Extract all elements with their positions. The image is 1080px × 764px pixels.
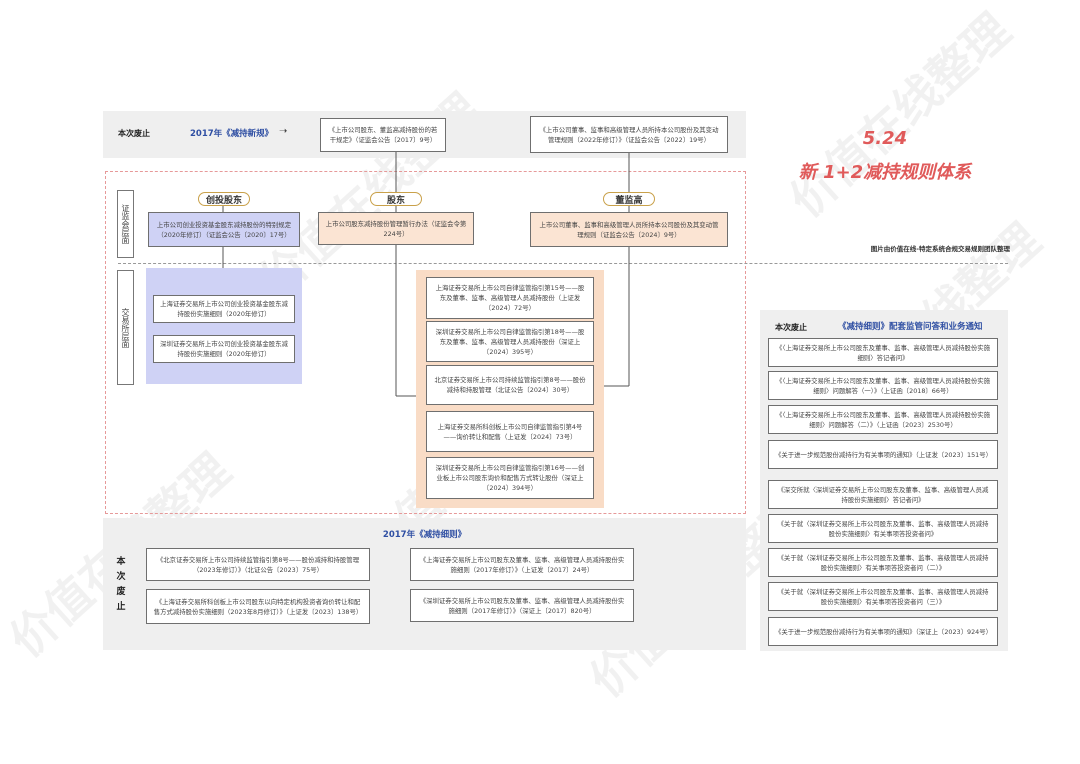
layer-separator (118, 263, 1008, 264)
doc-2022-rule: 《上市公司董事、监事和高级管理人员所持本公司股份及其变动管理规则（2022年修订… (530, 116, 728, 153)
csrc-doc-shareholder: 上市公司股东减持股份管理暂行办法（证监会令第224号） (318, 212, 474, 245)
szse-gem-guideline-16: 深圳证券交易所上市公司自律监管指引第16号——创业板上市公司股东询价和配售方式转… (426, 457, 594, 499)
sse-reduction-rule-2017: 《上海证券交易所上市公司股东及董事、监事、高级管理人员减持股份实施细则（2017… (410, 548, 634, 581)
szse-reduction-rule-2017: 《深圳证券交易所上市公司股东及董事、监事、高级管理人员减持股份实施细则（2017… (410, 589, 634, 622)
right-doc-7: 《关于就〈深圳证券交易所上市公司股东及董事、监事、高级管理人员减持股份实施细则〉… (768, 548, 998, 577)
right-doc-1: 《〈上海证券交易所上市公司股东及董事、监事、高级管理人员减持股份实施细则〉答记者… (768, 338, 998, 367)
doc-2017-rule: 《上市公司股东、董监高减持股份的若干规定》（证监会公告〔2017〕9号） (320, 118, 446, 152)
title-subtitle: 新 1+2减持规则体系 (798, 162, 972, 183)
sse-vc-rule: 上海证券交易所上市公司创业投资基金股东减持股份实施细则（2020年修订） (153, 295, 295, 323)
rule-system-frame (105, 171, 746, 514)
bottom-abolish-label: 本次废止 (116, 557, 126, 612)
bottom-year-label: 2017年《减持细则》 (382, 530, 467, 540)
category-vc-shareholder: 创投股东 (198, 192, 250, 206)
right-abolish-label: 本次废止 (775, 323, 807, 332)
right-doc-9: 《关于进一步规范股份减持行为有关事项的通知》（深证上〔2023〕924号） (768, 617, 998, 646)
right-doc-5: 《深交所就〈深圳证券交易所上市公司股东及董事、监事、高级管理人员减持股份实施细则… (768, 480, 998, 509)
szse-guideline-18: 深圳证券交易所上市公司自律监管指引第18号——股东及董事、监事、高级管理人员减持… (426, 321, 594, 362)
right-doc-8: 《关于就〈深圳证券交易所上市公司股东及董事、监事、高级管理人员减持股份实施细则〉… (768, 582, 998, 611)
bottom-abolish-band (103, 518, 746, 650)
csrc-doc-dsm: 上市公司董事、监事和高级管理人员所持本公司股份及其变动管理规则（证监会公告〔20… (530, 212, 728, 247)
exchange-layer-label-text: 交易所层面 (121, 307, 130, 348)
vc-exchange-group (146, 268, 302, 384)
csrc-layer-label-text: 证监会层面 (121, 204, 130, 244)
sse-star-guideline-4: 上海证券交易所科创板上市公司自律监管指引第4号——询价转让和配售（上证发〔202… (426, 411, 594, 452)
sse-star-rule-2023: 《上海证券交易所科创板上市公司股东以向特定机构投资者询价转让和配售方式减持股份实… (146, 589, 370, 624)
category-dsm: 董监高 (603, 192, 655, 206)
right-panel-header: 《减持细则》配套监管问答和业务通知 (838, 322, 983, 332)
right-doc-3: 《〈上海证券交易所上市公司股东及董事、监事、高级管理人员减持股份实施细则〉问题解… (768, 405, 998, 434)
arrow-icon: ➝ (279, 126, 288, 137)
exchange-layer-label: 交易所层面 (117, 270, 134, 385)
title-date: 5.24 (862, 128, 908, 149)
top-abolish-label: 本次废止 (118, 129, 150, 138)
szse-vc-rule: 深圳证券交易所上市公司创业投资基金股东减持股份实施细则（2020年修订） (153, 335, 295, 363)
csrc-doc-vc: 上市公司创业投资基金股东减持股份的特别规定（2020年修订）（证监会公告〔202… (148, 212, 300, 247)
right-doc-2: 《〈上海证券交易所上市公司股东及董事、监事、高级管理人员减持股份实施细则〉问题解… (768, 371, 998, 400)
right-doc-6: 《关于就〈深圳证券交易所上市公司股东及董事、监事、高级管理人员减持股份实施细则〉… (768, 514, 998, 543)
bse-guideline-8: 北京证券交易所上市公司持续监管指引第8号——股份减持和持股管理（北证公告〔202… (426, 365, 594, 405)
bse-guideline-8-2023: 《北京证券交易所上市公司持续监管指引第8号——股份减持和持股管理（2023年修订… (146, 548, 370, 581)
top-year-label: 2017年《减持新规》 (190, 129, 274, 139)
category-shareholder: 股东 (370, 192, 422, 206)
credit-text: 图片由价值在线-特定系统合规交易规则团队整理 (870, 245, 1010, 253)
csrc-layer-label: 证监会层面 (117, 190, 134, 258)
sse-guideline-15: 上海证券交易所上市公司自律监管指引第15号——股东及董事、监事、高级管理人员减持… (426, 277, 594, 319)
right-doc-4: 《关于进一步规范股份减持行为有关事项的通知》（上证发〔2023〕151号） (768, 440, 998, 469)
